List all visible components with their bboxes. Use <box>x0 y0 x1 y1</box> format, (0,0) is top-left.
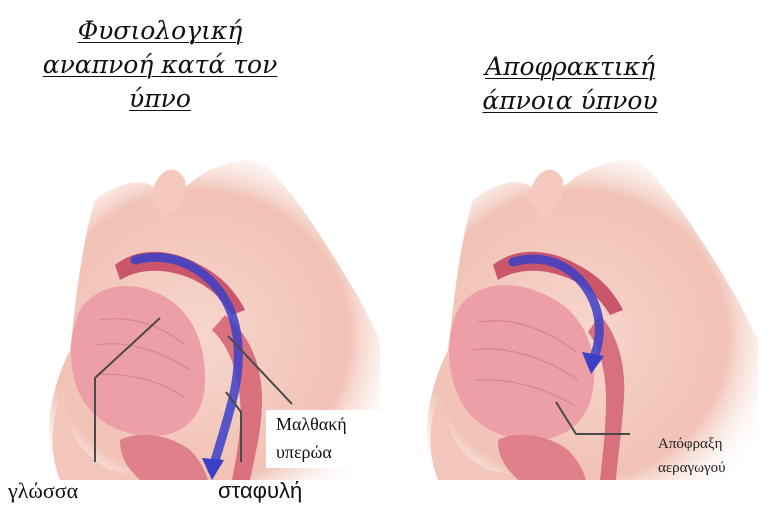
soft-palate-label-line-2: υπερώα <box>276 438 398 466</box>
uvula-label: σταφυλή <box>218 478 302 504</box>
normal-breathing-title-line-3: ύπνο <box>20 82 300 116</box>
soft-palate-label: Μαλθακή υπερώα <box>266 410 398 468</box>
normal-breathing-title-line-2: αναπνοή κατά τον <box>20 48 300 82</box>
obstruction-label-line-2: αεραγωγού <box>658 456 726 480</box>
obstructed-airway-illustration <box>378 140 758 480</box>
obstructive-apnea-title-line-2: άπνοια ύπνου <box>440 84 700 118</box>
obstructive-apnea-title: Αποφρακτική άπνοια ύπνου <box>440 50 700 118</box>
normal-breathing-title: Φυσιολογική αναπνοή κατά τον ύπνο <box>20 14 300 116</box>
obstruction-label: Απόφραξη αεραγωγού <box>658 432 726 480</box>
soft-palate-label-line-1: Μαλθακή <box>276 410 398 438</box>
normal-breathing-title-line-1: Φυσιολογική <box>20 14 300 48</box>
obstructive-apnea-title-line-1: Αποφρακτική <box>440 50 700 84</box>
tongue-label: γλώσσα <box>8 478 78 504</box>
obstruction-label-line-1: Απόφραξη <box>658 432 726 456</box>
